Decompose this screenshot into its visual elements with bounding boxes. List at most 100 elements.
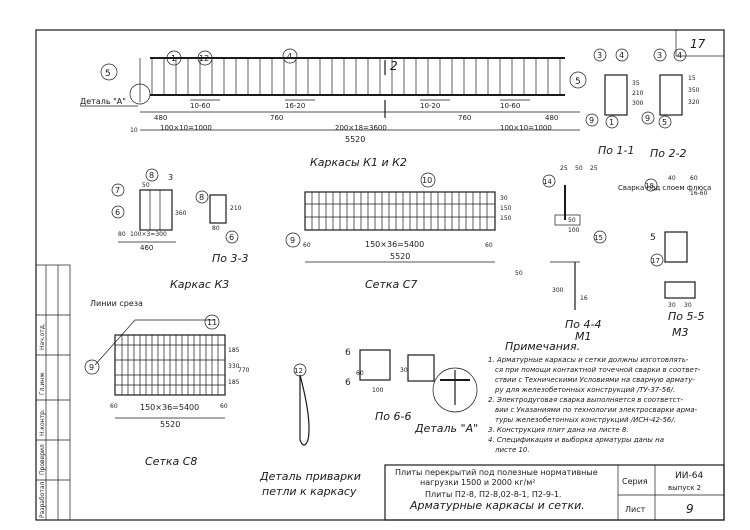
note-line: туры железобетонных конструкций /ИСН-42-… [495, 416, 676, 424]
sheet-number-corner: 17 [690, 37, 706, 51]
stamp-row: Проверил [39, 444, 46, 475]
section-title: По 2-2 [650, 147, 686, 160]
drawing-m3: 18 40 60 16-60 5 17 30 30 По 5-5 М3 [644, 175, 708, 339]
weld-note: Сварка под слоем флюса [618, 184, 711, 192]
note-line: ствии с Техническими Условиями на сварну… [495, 376, 695, 384]
bar-pos: 4 [287, 52, 292, 61]
dim: 150×36=5400 [365, 240, 424, 249]
issue: выпуск 2 [668, 484, 701, 492]
pos: 15 [594, 234, 603, 242]
dim: 50 [568, 217, 576, 224]
drawing-detail-a: Деталь "А" [414, 367, 478, 435]
stamp-row: Н.контр. [39, 409, 46, 436]
pos: 9 [645, 114, 650, 123]
title-line: Арматурные каркасы и сетки. [409, 499, 585, 512]
section-title: По 4-4 [565, 318, 601, 331]
drawing-c7: 10 9 60 60 30 150 150 150×36=5400 5520 С… [285, 172, 512, 291]
pos: 6 [345, 378, 351, 388]
spacing: 100×10=1000 [500, 124, 552, 132]
dim: 150 [500, 215, 512, 222]
loop-title-1: Деталь приварки [259, 470, 361, 483]
section-mark: 2 [390, 59, 398, 73]
dim: 60 [303, 242, 311, 249]
drawing-loop: 12 Деталь приварки петли к каркасу [259, 363, 361, 498]
sheet-number: 9 [686, 502, 694, 516]
dim: 60 [485, 242, 493, 249]
dim: 460 [140, 244, 153, 252]
dim: 25 [560, 165, 568, 172]
hook-dim: 10-60 [190, 102, 210, 110]
dim: 150×36=5400 [140, 403, 199, 412]
total-length: 5520 [345, 135, 365, 144]
note-line: ся при помощи контактной точечной сварки… [495, 366, 701, 374]
dim: 185 [228, 379, 240, 386]
dim: 480 [154, 114, 167, 122]
drawing-title: М1 [575, 330, 592, 343]
pos: 6 [229, 233, 234, 242]
dim: 60 [220, 403, 228, 410]
dim: 15 [688, 75, 696, 82]
pos: 11 [207, 318, 217, 327]
dim: 50 [515, 270, 523, 277]
section-title: По 3-3 [212, 252, 248, 265]
dim: 80 [118, 231, 126, 238]
dim: 35 [632, 80, 640, 87]
spacing: 200×18=3600 [335, 124, 387, 132]
pos: 9 [589, 116, 594, 125]
pos: 3 [657, 51, 662, 60]
dim: 16 [580, 295, 588, 302]
dim: 30 [400, 367, 408, 374]
dim: 5520 [160, 420, 180, 429]
dim: 10 [130, 127, 138, 134]
pos: 17 [651, 257, 660, 265]
dim: 760 [458, 114, 471, 122]
pos: 4 [619, 51, 624, 60]
section-2-2: 3 4 9 5 15 350 320 По 2-2 [641, 48, 700, 160]
bar-pos: 5 [575, 77, 581, 87]
pos: 5 [662, 118, 667, 127]
dim: 5520 [390, 252, 410, 261]
pos: 6 [115, 208, 120, 217]
dim: 330 [228, 363, 240, 370]
drawing-title: Сетка С8 [145, 455, 197, 468]
hook-dim: 10-20 [420, 102, 440, 110]
dim: 60 [356, 370, 364, 377]
drawing-title: Каркас К3 [170, 278, 229, 291]
drawing-m1: 25 50 25 14 15 Сварка под слоем флюса 50… [515, 165, 711, 343]
series-code: ИИ-64 [675, 471, 703, 481]
pos: 3 [168, 173, 173, 182]
notes-block: Примечания. 1. Арматурные каркасы и сетк… [488, 340, 701, 454]
dim: 60 [690, 175, 698, 182]
dim: 80 [212, 225, 220, 232]
section-3-3: 8 6 210 80 По 3-3 [195, 190, 248, 265]
dim: 210 [230, 205, 242, 212]
stamp-row: Нач.отд. [39, 323, 46, 350]
stamp-row: Разработал [39, 481, 46, 518]
dim: 30 [684, 302, 692, 309]
pos: 7 [115, 186, 120, 195]
stamp-row: Гл.инж [39, 372, 46, 395]
note-line: листе 10. [494, 446, 530, 454]
series-label: Серия [622, 477, 648, 486]
drawing-title: Каркасы К1 и К2 [310, 156, 407, 169]
title-line: нагрузки 1500 и 2000 кг/м² [420, 478, 536, 487]
drawing-k1k2: Деталь "А" 5 1 12 4 2 5 10-60 16-20 10-2… [80, 48, 587, 169]
note-line: 3. Конструкция плит дана на листе 8. [488, 426, 629, 434]
note-line: 4. Спецификация и выборка арматуры даны … [488, 436, 664, 444]
hook-dim: 10-60 [500, 102, 520, 110]
drawing-title: Сетка С7 [365, 278, 417, 291]
pos: 12 [294, 367, 303, 375]
pos: 4 [677, 51, 682, 60]
note-line: 1. Арматурные каркасы и сетки должны изг… [488, 356, 689, 364]
dim: 40 [668, 175, 676, 182]
pos: 14 [543, 178, 552, 186]
dim: 480 [545, 114, 558, 122]
pos: 18 [645, 182, 654, 190]
spacing: 100×10=1000 [160, 124, 212, 132]
bar-pos: 12 [199, 54, 209, 63]
section-title: По 6-6 [375, 410, 411, 423]
pos: 1 [609, 118, 614, 127]
dim: 50 [575, 165, 583, 172]
dim: 30 [668, 302, 676, 309]
